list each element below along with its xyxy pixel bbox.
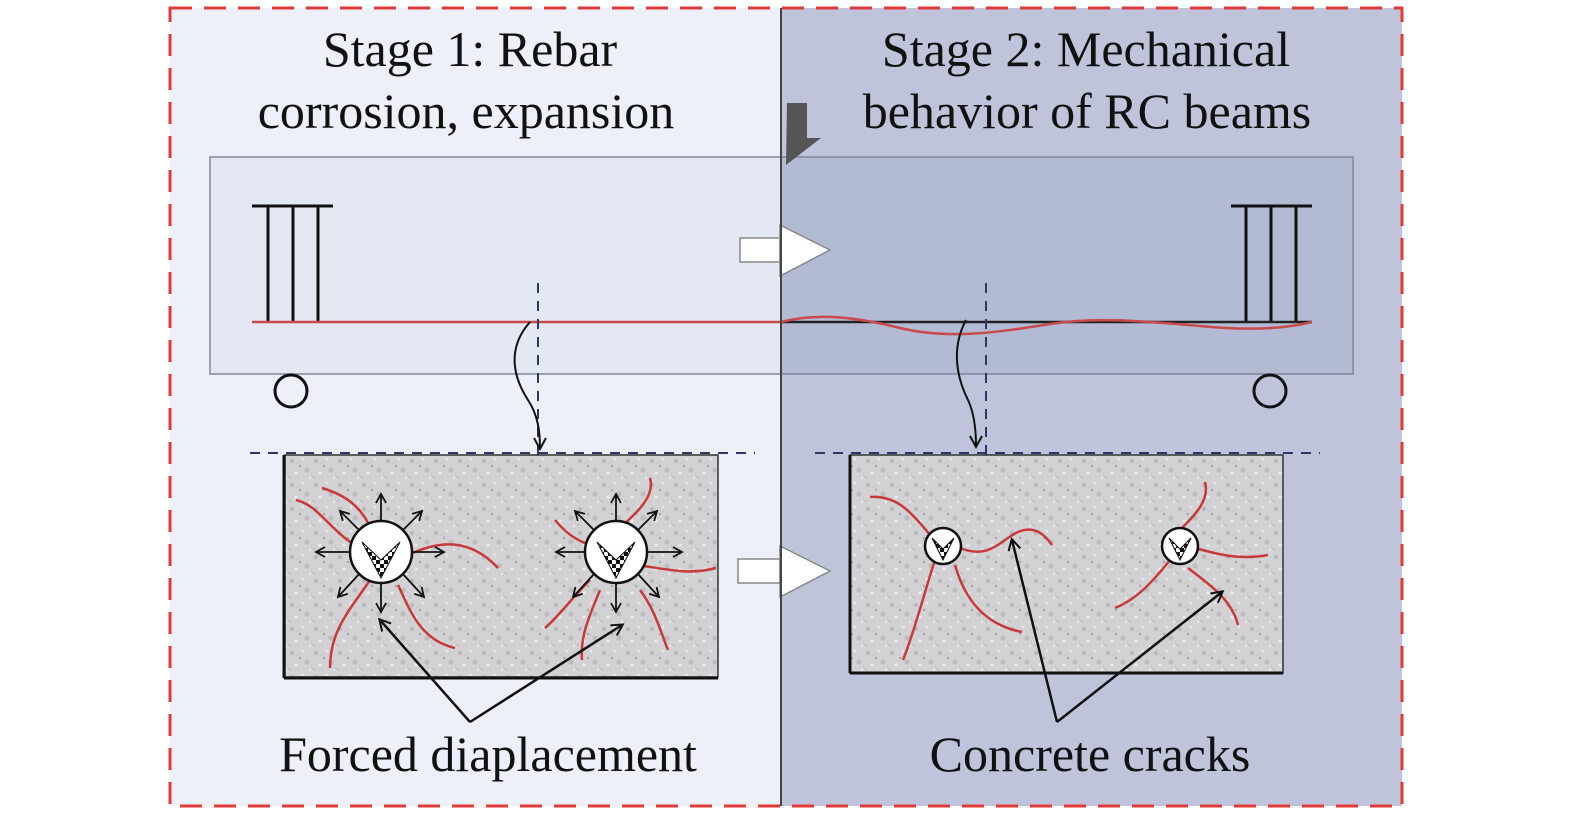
expansion-arrows-icon — [554, 492, 684, 614]
stage1-caption: Forced diaplacement — [279, 726, 697, 782]
stage2-caption: Concrete cracks — [929, 726, 1251, 782]
load-arrow-icon — [786, 103, 821, 165]
support-pin-icon — [1252, 373, 1288, 409]
stage1-title-line2: corrosion, expansion — [257, 83, 675, 139]
cross-section-stage2 — [849, 454, 1284, 674]
rebar-section-icon — [923, 526, 963, 566]
section-pointer — [955, 319, 976, 446]
support-pin-icon — [273, 373, 309, 409]
flow-arrow-icon — [739, 223, 832, 278]
expansion-arrows-icon — [314, 492, 446, 614]
flow-arrow-icon — [737, 544, 832, 599]
beam-stage1 — [209, 156, 782, 375]
beam-stage2 — [780, 156, 1354, 375]
stirrups-left — [252, 204, 333, 322]
rebar-section-icon — [1160, 526, 1200, 566]
rebar-section-icon — [348, 519, 414, 585]
stirrups-right — [1231, 204, 1312, 322]
rebar-corroded — [780, 315, 1313, 336]
stage2-title-line1: Stage 2: Mechanical — [881, 21, 1291, 77]
section-pointer — [513, 321, 540, 448]
callout-forced-displacement — [380, 620, 622, 724]
rebar-section-icon — [583, 519, 649, 585]
callout-concrete-cracks — [1012, 540, 1222, 723]
dashed-frame — [168, 6, 1404, 808]
cross-section-stage1 — [284, 454, 719, 678]
stage2-title-line2: behavior of RC beams — [862, 83, 1312, 139]
stage1-title-line1: Stage 1: Rebar — [322, 21, 618, 77]
cracks-stage2 — [869, 481, 1269, 661]
